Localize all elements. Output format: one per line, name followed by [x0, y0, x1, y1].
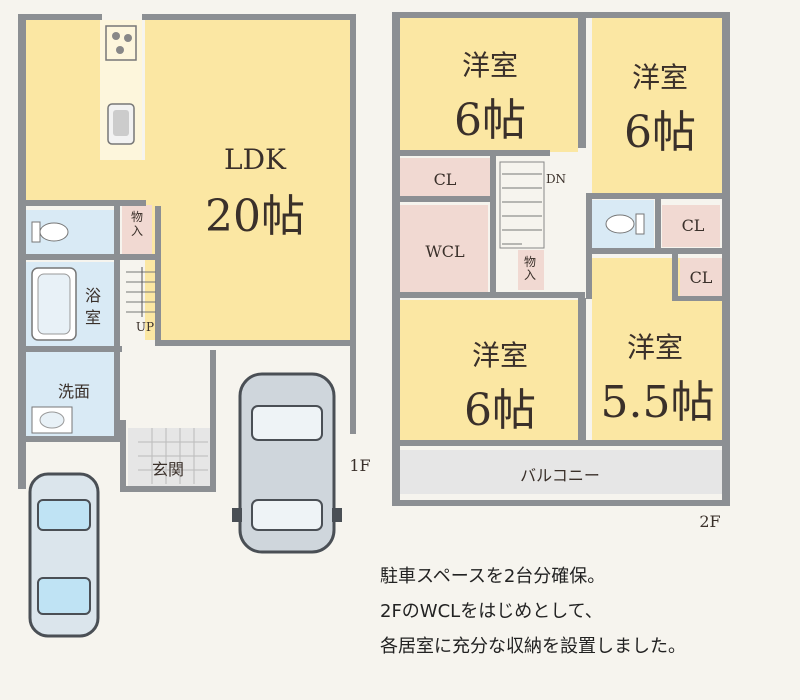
toilet-icon: [31, 221, 69, 243]
room-tl-label: 洋室: [461, 49, 518, 82]
room-tl-size: 6帖: [454, 95, 526, 146]
entrance-floor: [128, 428, 210, 486]
car-right-icon: [232, 372, 342, 554]
closet-right-top-label: CL: [681, 216, 705, 235]
closet-right-top: [662, 205, 720, 247]
closet-right-bottom: [680, 258, 722, 296]
storage-2f-label: 物 入: [523, 255, 536, 282]
balcony: [400, 450, 722, 494]
storage-2f: [518, 250, 544, 290]
stairs-2f-icon: [499, 161, 545, 249]
note-line-1: 駐車スペースを2台分確保。: [380, 566, 606, 587]
room-2f-top-left: [400, 18, 578, 152]
walk-in-closet: [400, 205, 488, 293]
closet-left: [400, 158, 490, 196]
ldk-connector: [106, 160, 146, 200]
closet-right-bottom-label: CL: [689, 268, 713, 287]
closet-left-label: CL: [433, 170, 457, 189]
room-tr-label: 洋室: [631, 61, 688, 94]
ldk-label: LDK: [224, 143, 286, 176]
stove-and-sink-icon: [105, 25, 137, 145]
room-bl-size: 6帖: [464, 385, 536, 436]
floor-1f-label: 1F: [349, 456, 371, 475]
up-label: UP: [135, 320, 155, 334]
storage-1f-label: 物 入: [130, 210, 143, 238]
room-2f-top-right: [592, 18, 722, 193]
washbasin-icon: [31, 406, 73, 434]
room-br-size: 5.5帖: [600, 377, 715, 428]
room-2f-bottom-left: [400, 300, 578, 440]
toilet-2f-icon: [605, 213, 645, 235]
kitchen-area: [26, 20, 106, 200]
room-br-label: 洋室: [626, 331, 683, 364]
bath-label: 浴 室: [84, 286, 101, 327]
wash-label: 洗面: [57, 382, 90, 401]
balcony-label: バルコニー: [520, 466, 600, 485]
ldk-size: 20帖: [205, 191, 305, 242]
bathtub-icon: [31, 267, 77, 341]
room-bl-label: 洋室: [471, 339, 528, 372]
ldk-room: [145, 20, 350, 340]
car-left-icon: [28, 472, 100, 638]
dn-label: DN: [545, 172, 567, 186]
wcl-label: WCL: [425, 242, 465, 261]
entrance-label: 玄関: [151, 460, 184, 479]
entrance-tile-icon: [138, 428, 208, 484]
stairs-1f-icon: [126, 267, 156, 317]
note-line-3: 各居室に充分な収納を設置しました。: [380, 636, 686, 657]
note-line-2: 2FのWCLをはじめとして、: [380, 601, 603, 622]
storage-1f: [122, 205, 152, 255]
room-tr-size: 6帖: [624, 107, 696, 158]
floor-2f-label: 2F: [699, 512, 721, 531]
